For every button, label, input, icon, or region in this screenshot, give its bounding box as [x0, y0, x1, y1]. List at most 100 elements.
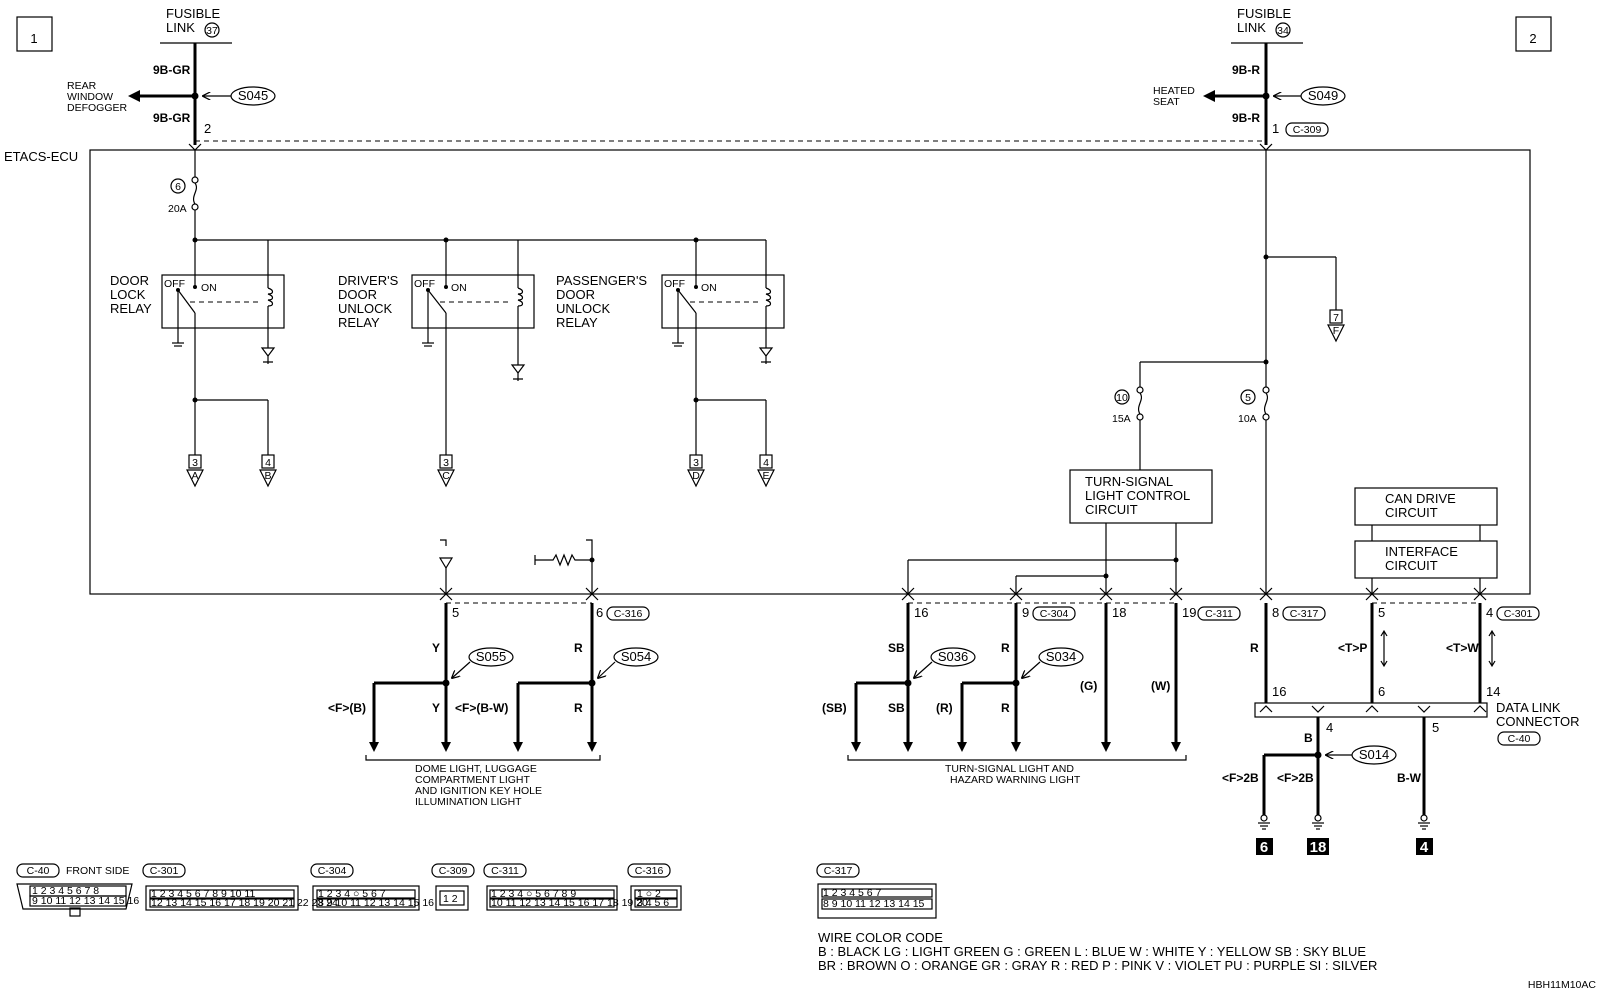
svg-text:S049: S049 [1308, 88, 1338, 103]
svg-text:LOCK: LOCK [110, 287, 146, 302]
wire-label-9b-gr-lower: 9B-GR [153, 111, 191, 125]
off-page-connector-b: 4 B [259, 454, 277, 488]
connector-c-317-tag: C-317 [1282, 606, 1326, 621]
svg-text:RELAY: RELAY [110, 301, 152, 316]
svg-text:B: B [264, 470, 271, 482]
wire-label-9b-gr-upper: 9B-GR [153, 63, 191, 77]
heated-seat-label: SEAT [1153, 96, 1180, 108]
page-number-box-right: 2 [1515, 16, 1552, 52]
svg-text:FUSIBLE: FUSIBLE [1237, 6, 1292, 21]
wire-sb: SB [888, 641, 905, 655]
svg-text:3: 3 [443, 457, 449, 469]
svg-text:FRONT SIDE: FRONT SIDE [66, 865, 129, 877]
svg-text:C-40: C-40 [1508, 733, 1531, 745]
svg-text:COMPARTMENT LIGHT: COMPARTMENT LIGHT [415, 774, 531, 786]
page-number-left: 1 [30, 31, 37, 46]
fusible-link-37: FUSIBLE LINK 37 [160, 6, 232, 44]
wire-t-p: <T>P [1338, 641, 1367, 655]
pin-9: 9 [1022, 605, 1029, 620]
svg-text:C: C [442, 470, 450, 482]
svg-text:C-311: C-311 [1205, 608, 1233, 620]
svg-text:E: E [762, 470, 769, 482]
svg-text:C-317: C-317 [824, 865, 853, 877]
svg-text:C-40: C-40 [27, 865, 50, 877]
fuse-10-number: 10 [1116, 392, 1128, 404]
rear-window-defogger-label: DEFOGGER [67, 102, 128, 114]
svg-text:S036: S036 [938, 649, 968, 664]
svg-text:1 2 3 4 5 6 7: 1 2 3 4 5 6 7 [823, 887, 882, 899]
svg-text:C-316: C-316 [614, 608, 643, 620]
svg-text:C-301: C-301 [150, 865, 179, 877]
dlc-pin-6: 6 [1378, 684, 1385, 699]
fusible-link-number: 34 [1277, 25, 1289, 37]
dlc-pin-4: 4 [1326, 720, 1333, 735]
wire-g: (G) [1080, 679, 1097, 693]
svg-text:TURN-SIGNAL LIGHT AND: TURN-SIGNAL LIGHT AND [945, 763, 1074, 775]
turn-signal-light-control-circuit: TURN-SIGNAL LIGHT CONTROL CIRCUIT [1069, 469, 1213, 524]
wire-f-2b-right: <F>2B [1277, 771, 1314, 785]
svg-text:3 4 5 6: 3 4 5 6 [637, 897, 669, 909]
fuse-5-number: 5 [1245, 392, 1251, 404]
svg-text:HEATED: HEATED [1153, 85, 1195, 97]
c40-pins: 1 2 3 4 5 6 7 8 9 10 11 12 13 14 15 16 [29, 885, 139, 917]
svg-text:3: 3 [693, 457, 699, 469]
splice-s014: S014 [1351, 745, 1397, 765]
splice-s055: S055 [468, 647, 514, 667]
splice-s054: S054 [613, 647, 659, 667]
svg-text:OFF: OFF [664, 278, 685, 290]
wire-b: B [1304, 731, 1313, 745]
wire-b-w: B-W [1397, 771, 1422, 785]
wire-r: R [574, 641, 583, 655]
svg-text:S034: S034 [1046, 649, 1076, 664]
svg-text:WINDOW: WINDOW [67, 91, 113, 103]
svg-text:LINK: LINK [1237, 20, 1266, 35]
wire-color-code: WIRE COLOR CODE B : BLACK LG : LIGHT GRE… [818, 930, 1377, 973]
can-drive-circuit: CAN DRIVE CIRCUIT [1354, 487, 1498, 526]
wire-f-2b-left: <F>2B [1222, 771, 1259, 785]
svg-text:F: F [1333, 325, 1339, 337]
dlc-pin-5: 5 [1432, 720, 1439, 735]
svg-text:6: 6 [1260, 839, 1268, 856]
svg-text:REAR: REAR [67, 80, 97, 92]
door-lock-relay: DOOR LOCK RELAY OFF ON [110, 240, 285, 455]
splice-s049: S049 [1300, 86, 1346, 106]
wire-r3: R [1250, 641, 1259, 655]
data-link-connector: DATA LINK CONNECTOR C-40 [1254, 700, 1580, 746]
svg-text:INTERFACE: INTERFACE [1385, 544, 1458, 559]
svg-text:4: 4 [265, 457, 271, 469]
wire-r2: R [1001, 641, 1010, 655]
svg-text:RELAY: RELAY [338, 315, 380, 330]
ecu-pin-2: 2 [204, 121, 211, 136]
svg-text:C-309: C-309 [1293, 124, 1322, 136]
off-page-connector-a: 3 A [186, 454, 204, 488]
svg-text:9 10 11 12 13 14 15 16: 9 10 11 12 13 14 15 16 [32, 895, 139, 907]
passengers-door-unlock-relay: PASSENGER'S DOOR UNLOCK RELAY OFF ON [556, 240, 785, 455]
svg-text:DOME LIGHT, LUGGAGE: DOME LIGHT, LUGGAGE [415, 763, 537, 775]
connector-legend: C-40 FRONT SIDE 1 2 3 4 5 6 7 8 9 10 11 … [16, 863, 937, 919]
connector-c-309-tag: C-309 [1285, 122, 1329, 137]
wire-sb-lower: SB [888, 701, 905, 715]
bottom-pin-chevrons [439, 587, 1487, 601]
svg-text:C-316: C-316 [635, 865, 664, 877]
svg-text:PASSENGER'S: PASSENGER'S [556, 273, 647, 288]
svg-text:RELAY: RELAY [556, 315, 598, 330]
svg-text:1 2: 1 2 [443, 893, 458, 905]
svg-text:8 9 10 11 12 13 14 15 16: 8 9 10 11 12 13 14 15 16 [318, 897, 434, 909]
connector-c-304-tag: C-304 [1032, 606, 1076, 621]
wire-sb-paren: (SB) [822, 701, 847, 715]
svg-text:D: D [692, 470, 700, 482]
pin-5b: 5 [1378, 605, 1385, 620]
figure-code: HBH11M10AC [1528, 979, 1596, 991]
svg-text:3: 3 [192, 457, 198, 469]
wire-r-paren: (R) [936, 701, 953, 715]
splice-s034: S034 [1038, 647, 1084, 667]
svg-text:12 13 14 15 16 17 18 19 20 21: 12 13 14 15 16 17 18 19 20 21 22 23 24 [151, 897, 338, 909]
wire-f-b: <F>(B) [328, 701, 366, 715]
fusible-link-34: FUSIBLE LINK 34 [1231, 6, 1303, 44]
svg-text:ON: ON [201, 282, 217, 294]
pin-4: 4 [1486, 605, 1493, 620]
fuse-6-number: 6 [175, 181, 181, 193]
wire-r-lower: R [574, 701, 583, 715]
wire-t-w: <T>W [1446, 641, 1479, 655]
